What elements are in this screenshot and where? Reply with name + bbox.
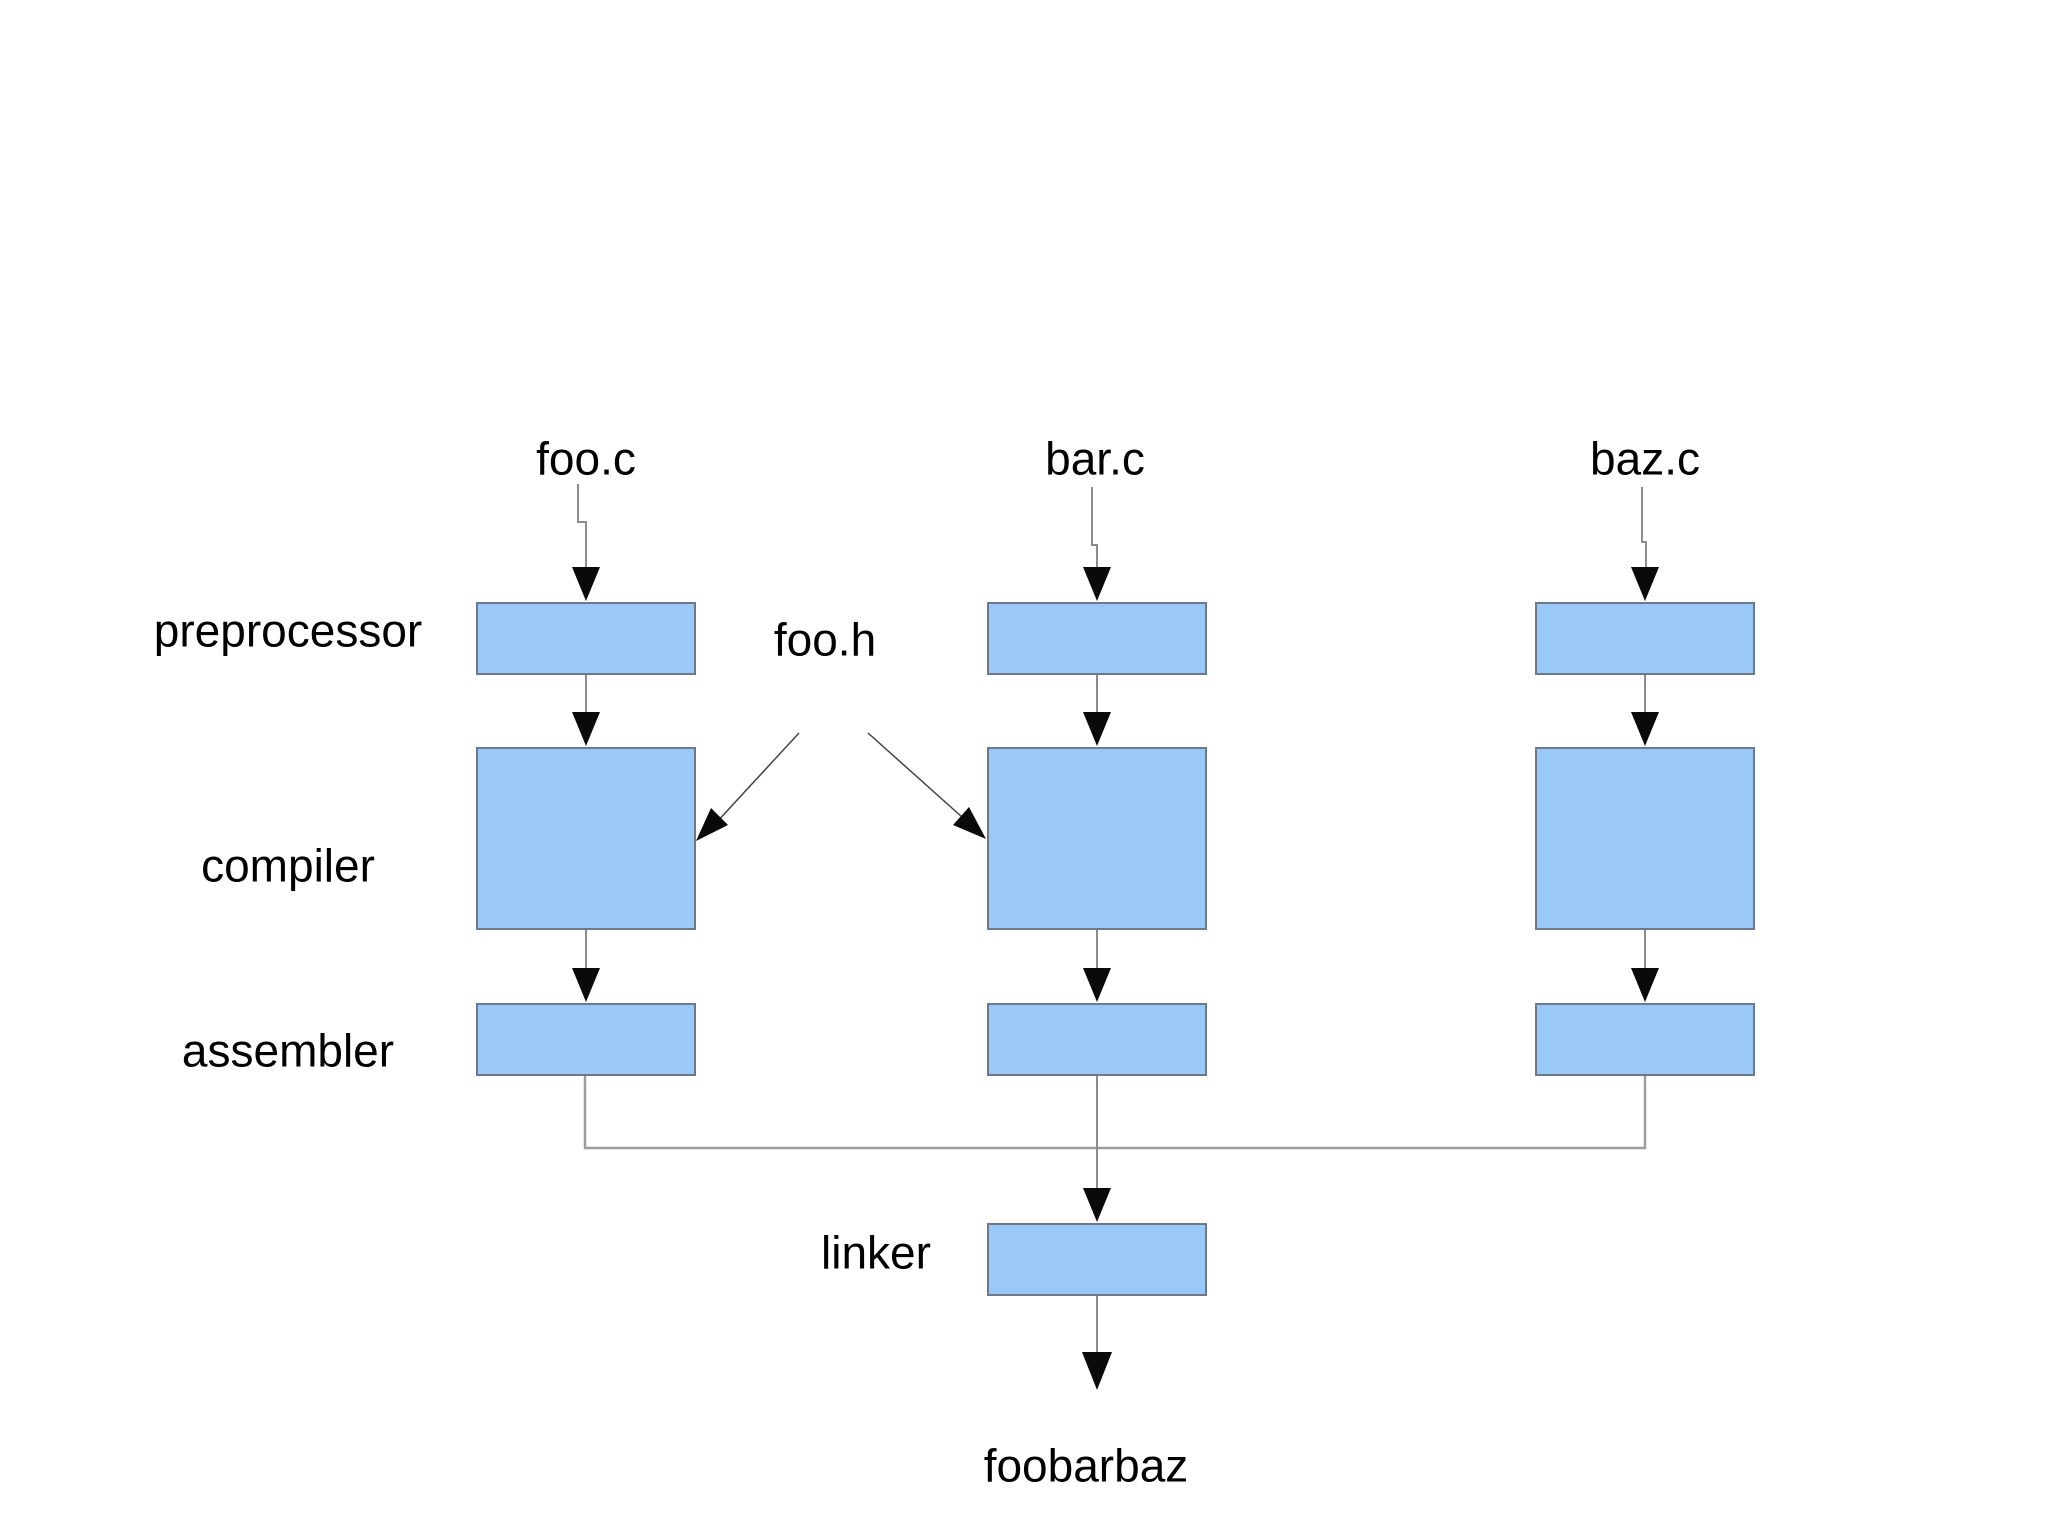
stage-label-preprocessor: preprocessor bbox=[153, 604, 423, 657]
arrowhead-into-assembler-baz bbox=[1631, 968, 1659, 1002]
arrowhead-foo-h-into-compiler-bar bbox=[953, 807, 986, 839]
arrowhead-into-preprocessor-bar bbox=[1083, 567, 1111, 601]
edge-bar-c-to-preprocessor bbox=[1091, 487, 1098, 568]
arrowhead-into-assembler-foo bbox=[572, 968, 600, 1002]
assembler-box-bar bbox=[987, 1003, 1207, 1076]
source-label-bar-c: bar.c bbox=[1045, 432, 1145, 485]
edge-assembler-merge-connector bbox=[583, 1076, 1647, 1150]
stage-label-assembler: assembler bbox=[181, 1024, 395, 1077]
arrowhead-into-preprocessor-foo bbox=[572, 567, 600, 601]
arrowhead-into-preprocessor-baz bbox=[1631, 567, 1659, 601]
arrowhead-into-compiler-foo bbox=[572, 712, 600, 746]
arrowhead-into-assembler-bar bbox=[1083, 968, 1111, 1002]
arrowhead-into-output bbox=[1082, 1352, 1112, 1390]
arrowhead-into-compiler-baz bbox=[1631, 712, 1659, 746]
arrowhead-foo-h-into-compiler-foo bbox=[696, 808, 728, 841]
compiler-box-baz bbox=[1535, 747, 1755, 930]
arrowhead-into-compiler-bar bbox=[1083, 712, 1111, 746]
edge-foo-c-to-preprocessor bbox=[577, 484, 587, 568]
compiler-box-foo bbox=[476, 747, 696, 930]
assembler-box-foo bbox=[476, 1003, 696, 1076]
preprocessor-box-foo bbox=[476, 602, 696, 675]
edge-foo-h-to-compiler-bar bbox=[867, 732, 963, 818]
source-label-foo-c: foo.c bbox=[536, 432, 636, 485]
edge-baz-c-to-preprocessor bbox=[1641, 487, 1647, 568]
edge-foo-h-to-compiler-foo bbox=[714, 732, 800, 825]
linker-box bbox=[987, 1223, 1207, 1296]
output-label-foobarbaz: foobarbaz bbox=[983, 1439, 1189, 1492]
preprocessor-box-bar bbox=[987, 602, 1207, 675]
preprocessor-box-baz bbox=[1535, 602, 1755, 675]
stage-label-compiler: compiler bbox=[201, 839, 375, 892]
arrowhead-into-linker bbox=[1083, 1188, 1111, 1222]
source-label-baz-c: baz.c bbox=[1590, 432, 1700, 485]
header-label-foo-h: foo.h bbox=[773, 613, 877, 666]
assembler-box-baz bbox=[1535, 1003, 1755, 1076]
compiler-box-bar bbox=[987, 747, 1207, 930]
stage-label-linker: linker bbox=[821, 1226, 931, 1279]
